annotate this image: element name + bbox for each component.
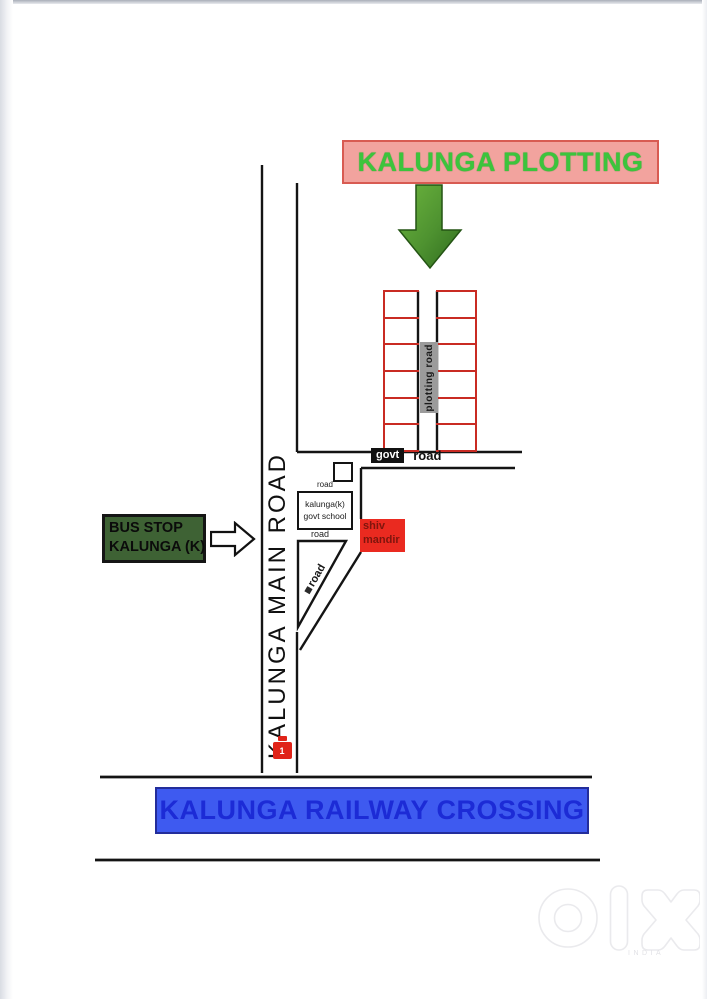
shiv-mandir-box: shiv mandir [360,519,405,552]
school-box: kalunga(k) govt school [297,491,353,530]
bus-stop-box: BUS STOP KALUNGA (K) [102,514,206,563]
main-road-text: KALUNGA MAIN ROAD [264,452,291,760]
plot-cell [385,316,419,344]
right-arrow-icon [210,521,256,557]
plot-cell [385,343,419,370]
govt-road-word: road [413,448,442,463]
small-plot-square [333,462,353,482]
plot-cell [385,423,419,450]
olx-logo-icon [538,885,700,951]
bus-stop-line1: BUS STOP [109,520,183,536]
olx-watermark: INDIA [528,876,700,968]
red-marker-body: 1 [272,742,292,759]
plot-cell [436,423,475,450]
govt-road-label: govt road [371,448,441,463]
plot-cell [436,292,475,317]
plot-grid-right [436,290,477,452]
govt-chip: govt [371,448,405,463]
plot-cell [385,292,419,317]
down-arrow-icon [397,184,463,270]
plot-cell [436,316,475,344]
photo-edge-left [0,0,13,999]
plot-cell [436,370,475,397]
shiv-mandir-line2: mandir [363,533,400,546]
red-marker-icon: 1 [272,736,292,761]
plot-cell [436,396,475,424]
railway-crossing-banner: KALUNGA RAILWAY CROSSING [155,787,589,834]
triangle-block-outline [296,539,349,632]
bus-stop-line2: KALUNGA (K) [109,539,206,556]
title-banner: KALUNGA PLOTTING [342,140,659,184]
school-line2: govt school [303,510,347,521]
plot-cell [385,396,419,424]
road-label-upper: road [316,480,333,489]
main-road-label: KALUNGA MAIN ROAD [256,447,300,765]
photo-edge-right [702,0,707,999]
plotting-road-label: plotting road [420,342,438,413]
watermark-india-text: INDIA [628,950,665,957]
shiv-mandir-line1: shiv [363,520,386,532]
plot-cell [436,343,475,370]
school-line1: kalunga(k) [305,499,345,510]
diagonal-road-outer-line [298,551,363,651]
plot-grid-left [383,290,419,452]
plot-cell [385,370,419,397]
red-marker-knob [277,736,287,741]
road-label-lower: road [310,529,329,539]
photo-edge-top [0,0,707,4]
plotting-road-text: plotting road [423,343,435,412]
